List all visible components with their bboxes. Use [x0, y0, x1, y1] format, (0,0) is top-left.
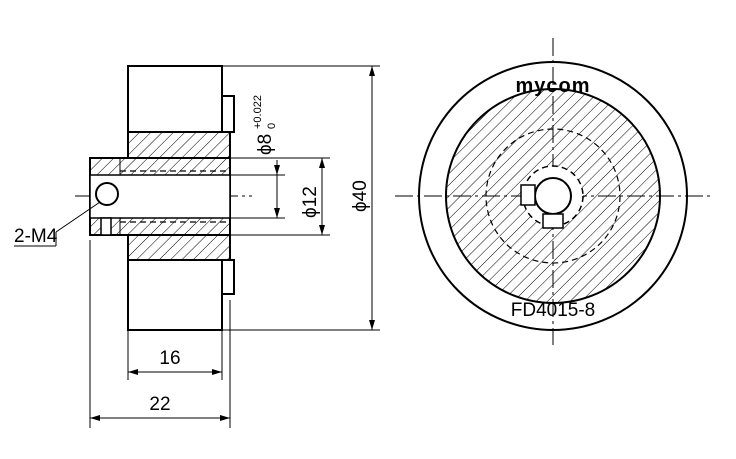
setscrew-leader: [55, 201, 101, 233]
front-view: mycom FD4015-8: [395, 38, 712, 345]
hub-hidden-circle: [485, 128, 621, 264]
tire-outer-circle: [418, 61, 688, 331]
tire-lower: [127, 259, 223, 331]
dim-setscrew: 2-M4: [14, 226, 58, 247]
tire-upper: [127, 65, 223, 133]
dim-overall-length: 22: [149, 394, 170, 415]
flange-upper: [221, 95, 235, 133]
bore: [89, 174, 231, 219]
dim-bore-tol-lower: 0: [266, 123, 278, 129]
wheel-outer-circle: [445, 88, 661, 304]
setscrew-hole-bottom: [100, 217, 112, 236]
dim-tire-width: 16: [159, 348, 180, 369]
dim-hub-diameter: ϕ12: [300, 186, 321, 218]
hub-section-lower: [127, 234, 231, 261]
dim-outer-diameter: ϕ40: [350, 180, 371, 212]
side-dimensions: 16 22 2-M4 ϕ8 +0.022 0 ϕ12: [14, 65, 380, 428]
part-number: FD4015-8: [511, 300, 596, 321]
dim-bore-diameter: ϕ8: [255, 134, 276, 155]
hub-section-upper: [127, 131, 231, 159]
flange-lower: [221, 259, 235, 295]
brand-logo: mycom: [515, 75, 590, 97]
setscrew-notch-left: [520, 184, 536, 206]
dim-bore-tol-upper: +0.022: [252, 95, 264, 129]
side-section-view: [75, 65, 252, 331]
setscrew-hole-side: [95, 182, 119, 206]
setscrew-notch-bottom: [542, 213, 564, 229]
